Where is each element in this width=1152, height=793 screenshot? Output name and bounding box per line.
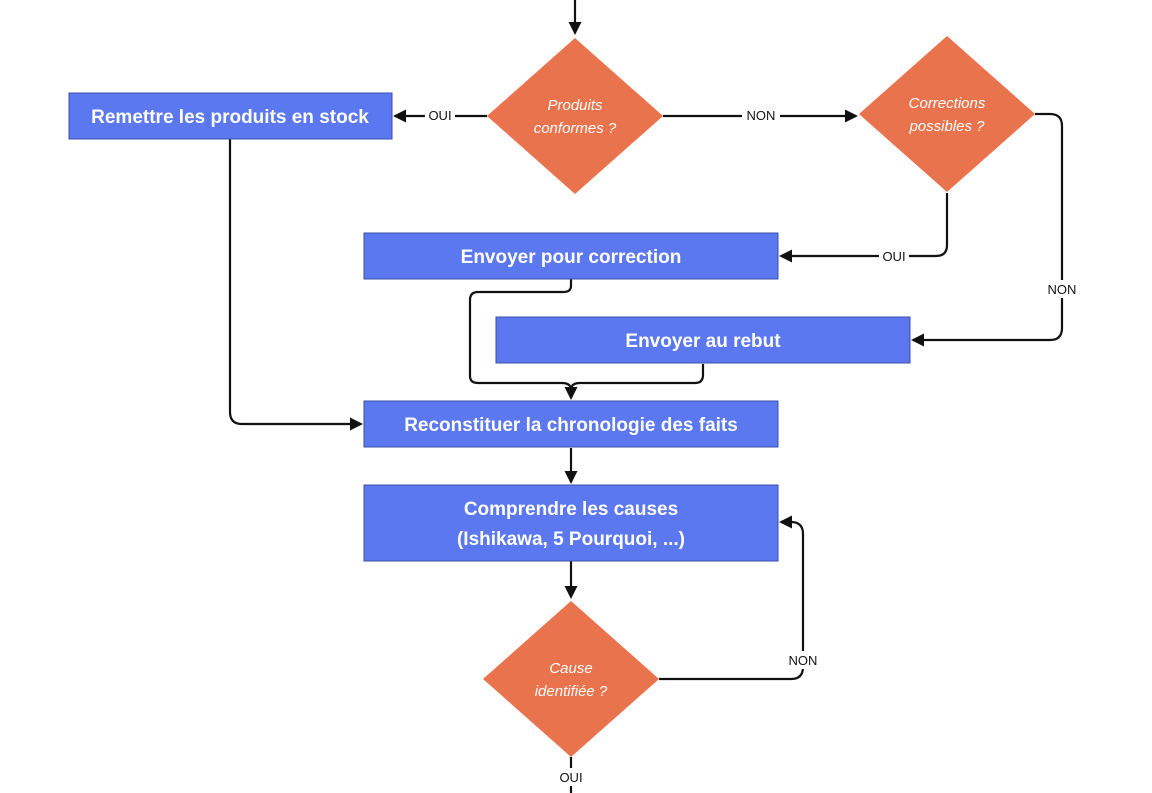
decision-produits-conformes-line2: conformes ? xyxy=(534,120,617,137)
node-comprendre-causes-line2: (Ishikawa, 5 Pourquoi, ...) xyxy=(457,529,685,550)
decision-cause-identifiee-line1: Cause xyxy=(549,660,592,677)
decision-diamonds: Produits conformes ? Corrections possibl… xyxy=(483,36,1035,757)
process-boxes: Remettre les produits en stock Envoyer p… xyxy=(68,92,911,562)
edge-correction-reconstituer xyxy=(468,279,578,400)
node-remettre-stock: Remettre les produits en stock xyxy=(68,92,393,140)
decision-corrections-possibles-line1: Corrections xyxy=(909,95,986,112)
decision-corrections-possibles-line2: possibles ? xyxy=(908,118,985,135)
label-cause-non: NON xyxy=(789,653,818,668)
edge-cause-non xyxy=(659,515,805,681)
node-comprendre-causes-line1: Comprendre les causes xyxy=(464,499,678,520)
decision-produits-conformes-line1: Produits xyxy=(547,97,603,114)
edge-labels: OUI NON OUI NON NON OUI xyxy=(425,106,1081,786)
edge-remettre-reconstituer xyxy=(228,139,363,431)
node-comprendre-causes: Comprendre les causes (Ishikawa, 5 Pourq… xyxy=(363,484,779,562)
node-envoyer-correction: Envoyer pour correction xyxy=(363,232,779,280)
node-reconstituer: Reconstituer la chronologie des faits xyxy=(363,400,779,448)
node-remettre-stock-label: Remettre les produits en stock xyxy=(91,107,369,128)
decision-corrections-possibles: Corrections possibles ? xyxy=(859,36,1035,192)
decision-cause-identifiee: Cause identifiée ? xyxy=(483,601,659,757)
node-reconstituer-label: Reconstituer la chronologie des faits xyxy=(404,415,738,436)
label-cause-oui: OUI xyxy=(559,770,582,785)
label-corrections-oui: OUI xyxy=(882,249,905,264)
node-envoyer-correction-label: Envoyer pour correction xyxy=(461,247,682,268)
node-envoyer-rebut-label: Envoyer au rebut xyxy=(625,331,781,352)
node-envoyer-rebut: Envoyer au rebut xyxy=(495,316,911,364)
decision-produits-conformes: Produits conformes ? xyxy=(487,38,663,194)
edge-rebut-reconstituer xyxy=(569,364,705,391)
edge-corrections-oui xyxy=(779,193,949,263)
edge-corrections-non xyxy=(911,112,1064,347)
edges xyxy=(228,0,1064,793)
decision-cause-identifiee-line2: identifiée ? xyxy=(535,683,608,700)
label-conformes-non: NON xyxy=(747,108,776,123)
label-corrections-non: NON xyxy=(1048,282,1077,297)
label-conformes-oui: OUI xyxy=(428,108,451,123)
